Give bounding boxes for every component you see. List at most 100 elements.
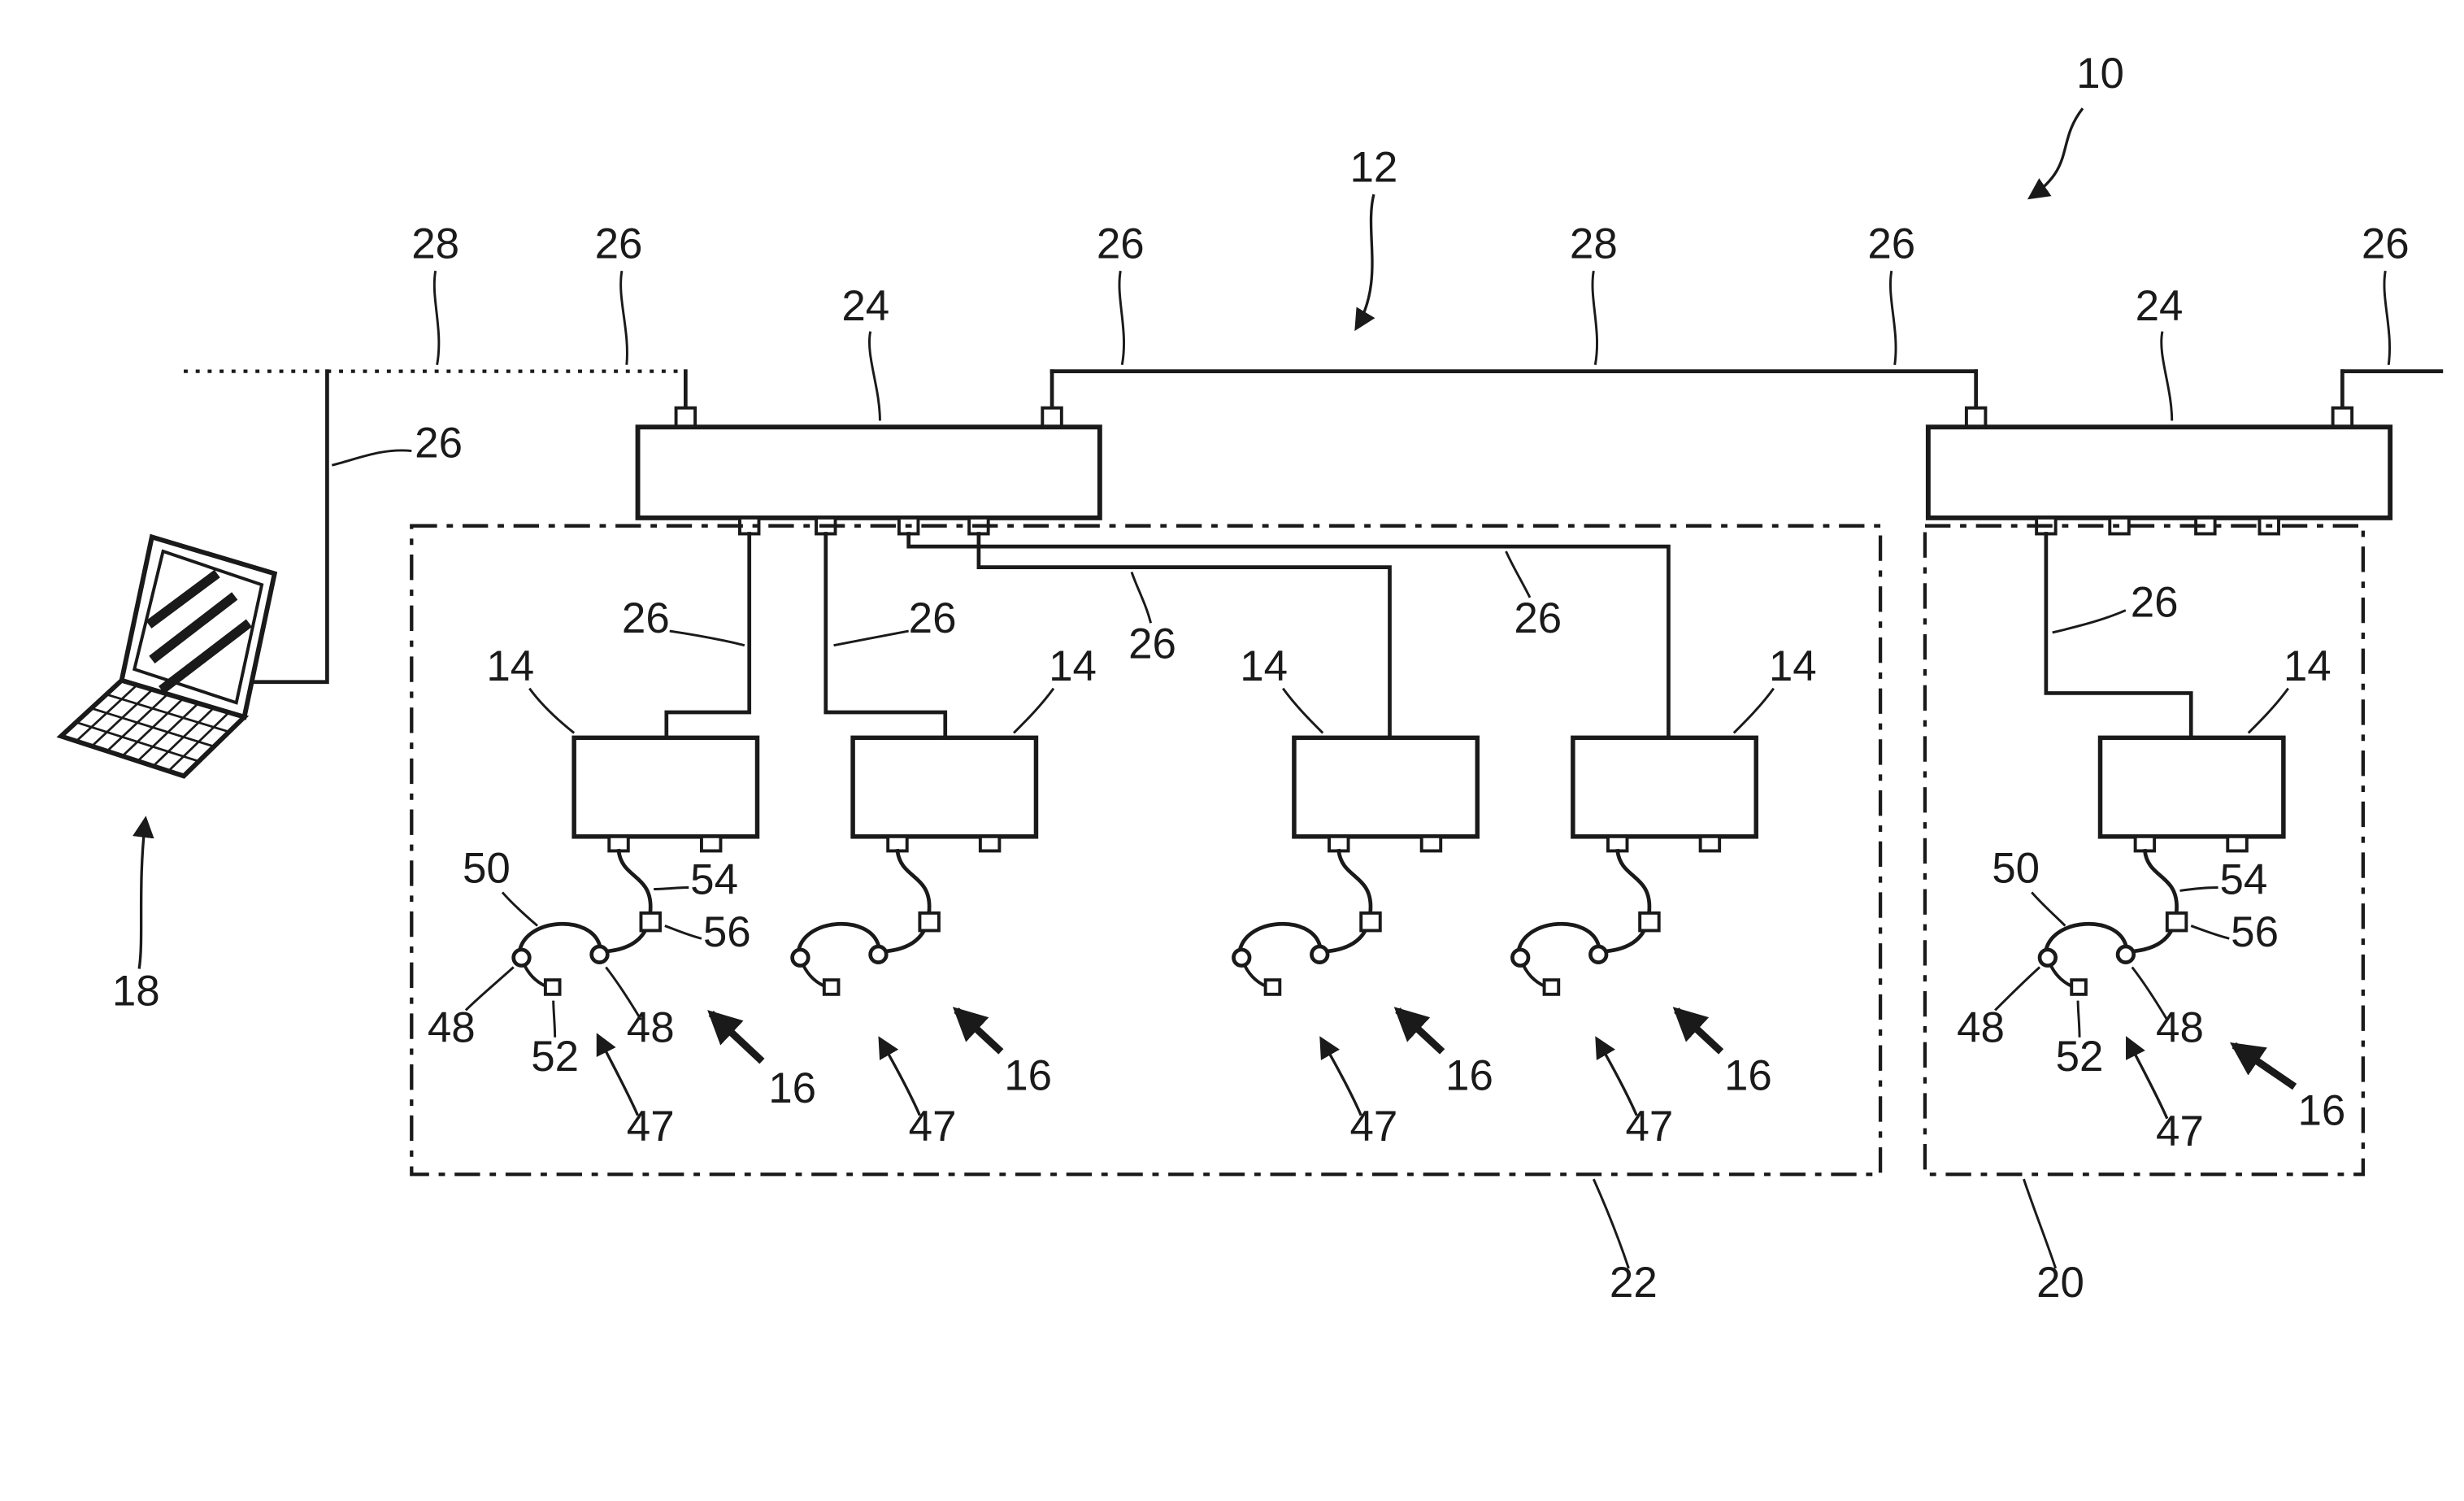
ref-label-26: 26 (622, 594, 670, 642)
arrow-16-d (1672, 1007, 1724, 1055)
ref-label-16: 16 (1445, 1051, 1493, 1099)
arrow-16-c (1393, 1007, 1445, 1055)
leader-26-wire-a (669, 629, 745, 647)
ref-label-14: 14 (1240, 642, 1288, 690)
device-box-14 (850, 735, 1039, 839)
leader-52-right (2076, 1000, 2081, 1038)
headset-16 (793, 851, 939, 994)
arrow-10 (2027, 107, 2084, 200)
ref-label-26: 26 (2362, 220, 2410, 268)
ref-label-52: 52 (2056, 1033, 2104, 1081)
arrows (133, 107, 2297, 1120)
laptop-computer (56, 533, 278, 779)
leader-26-wire-d (1505, 550, 1532, 598)
leader-14-e (2247, 687, 2289, 734)
leader-24-right (2160, 331, 2174, 421)
ref-label-26: 26 (1867, 220, 1915, 268)
device-box-14 (571, 735, 760, 839)
leader-14-a (528, 687, 576, 734)
leader-14-d (1732, 687, 1775, 734)
ref-label-48: 48 (627, 1004, 675, 1052)
leader-48-left-a (464, 966, 515, 1012)
ref-label-24: 24 (841, 282, 889, 330)
connector-pin (1419, 834, 1443, 853)
connector-pin (1041, 406, 1063, 429)
leader-26-wire-c (1130, 572, 1152, 624)
leader-26-top3 (1889, 270, 1897, 365)
ref-label-26: 26 (2131, 578, 2179, 626)
wire-26-device-e (2044, 532, 2193, 740)
ref-label-50: 50 (463, 845, 511, 893)
arrow-16-a (707, 1010, 765, 1064)
arrow-47-c (1319, 1036, 1362, 1116)
access-unit-24-right (1925, 406, 2393, 536)
laptop-key-grid (76, 684, 230, 772)
ref-label-54: 54 (690, 855, 738, 903)
ref-label-20: 20 (2036, 1259, 2084, 1307)
leader-52-left (552, 1000, 557, 1038)
ref-label-14: 14 (2284, 642, 2331, 690)
zone-22-border (410, 524, 1883, 1177)
ref-label-28: 28 (1570, 220, 1618, 268)
ref-label-47: 47 (2156, 1107, 2204, 1155)
connector-pin (1328, 834, 1350, 853)
ref-label-26: 26 (595, 220, 643, 268)
connector-pin (699, 834, 723, 853)
ref-label-54: 54 (2219, 855, 2267, 903)
leader-54-left (654, 886, 689, 890)
ref-label-50: 50 (1992, 845, 2040, 893)
ref-label-12: 12 (1349, 143, 1397, 191)
ref-label-16: 16 (1004, 1051, 1052, 1099)
leader-56-right (2190, 925, 2230, 940)
arrow-47-a (596, 1033, 640, 1116)
network-bus (184, 369, 2444, 685)
device-box-14 (1571, 735, 1758, 839)
ref-label-16: 16 (2297, 1087, 2345, 1135)
arrow-47-b (878, 1036, 921, 1116)
arrow-12 (1354, 194, 1375, 332)
arrow-47-e (2126, 1036, 2169, 1120)
connector-pin (1606, 834, 1629, 853)
device-14-a (571, 735, 760, 853)
arrow-47-d (1595, 1036, 1638, 1116)
ref-label-47: 47 (909, 1103, 957, 1151)
device-14-c (1292, 735, 1480, 853)
leader-48-left-b (605, 966, 642, 1020)
ref-label-26: 26 (415, 419, 463, 467)
leader-22 (1592, 1178, 1630, 1269)
device-box-14 (1292, 735, 1480, 839)
wire-26-device-c (976, 532, 1392, 740)
ref-label-26: 26 (1514, 594, 1562, 642)
switch-box-24 (635, 424, 1102, 520)
ref-label-22: 22 (1610, 1259, 1658, 1307)
ref-label-47: 47 (1626, 1103, 1674, 1151)
ref-label-48: 48 (2156, 1004, 2204, 1052)
ref-label-56: 56 (2231, 908, 2279, 956)
headset-16 (1512, 851, 1658, 994)
leader-28-right (1591, 270, 1598, 366)
ref-label-28: 28 (411, 220, 459, 268)
ref-label-56: 56 (703, 908, 751, 956)
wire-26-device-a (664, 532, 752, 740)
ref-label-48: 48 (428, 1004, 476, 1052)
leader-26-top4 (2383, 270, 2392, 365)
wire-26-device-b (824, 532, 948, 740)
arrow-18 (133, 816, 154, 969)
connector-pin (1698, 834, 1722, 853)
device-wires (664, 532, 2193, 740)
connector-pin (2133, 834, 2157, 853)
leader-48-right-b (2131, 966, 2169, 1020)
leader-14-b (1012, 687, 1055, 734)
ref-label-26: 26 (1128, 620, 1176, 668)
device-14-b (850, 735, 1039, 853)
arrow-16-b (952, 1007, 1004, 1055)
leader-26-top1 (619, 270, 628, 365)
leader-26-top2 (1118, 270, 1125, 366)
leader-24-left (868, 331, 881, 421)
zone-20-border (1923, 524, 2366, 1177)
wire-26-device-d (906, 532, 1671, 740)
laptop-cable-26 (250, 369, 329, 685)
ref-label-14: 14 (486, 642, 534, 690)
ref-label-26: 26 (1097, 220, 1145, 268)
